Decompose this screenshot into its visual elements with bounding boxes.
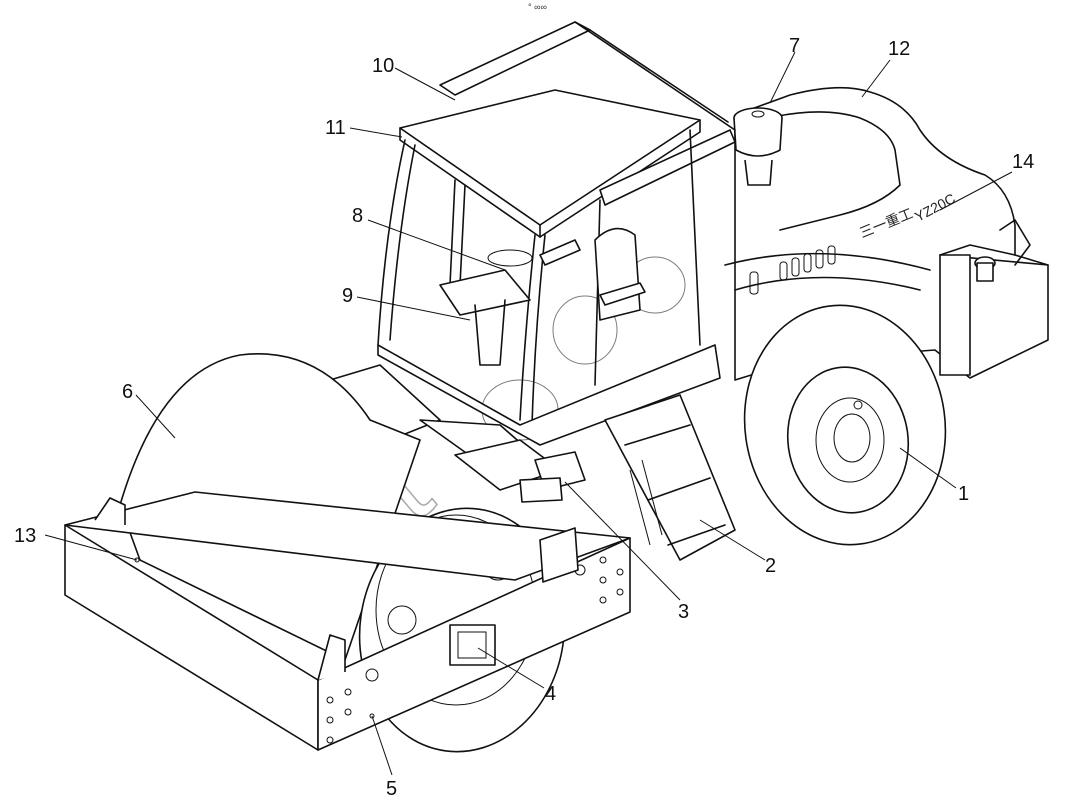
callout-11: 11 bbox=[325, 117, 346, 139]
top-marks: ° ∞∞ bbox=[528, 2, 547, 12]
callout-7: 7 bbox=[789, 35, 800, 57]
leader-lines bbox=[44, 51, 1013, 776]
drum-frame bbox=[64, 491, 631, 751]
callout-5: 5 bbox=[386, 778, 397, 800]
callout-labels: 1 2 3 4 5 6 7 8 9 10 11 12 13 14 bbox=[14, 35, 1034, 800]
callout-13: 13 bbox=[14, 525, 36, 547]
callout-8: 8 bbox=[352, 205, 363, 227]
vent-slots bbox=[749, 245, 836, 295]
rear-tire bbox=[743, 304, 947, 546]
callout-4: 4 bbox=[545, 683, 556, 705]
callout-6: 6 bbox=[122, 381, 133, 403]
operator-cab bbox=[377, 21, 736, 446]
engine-hood: 三一重工 YZ20C bbox=[724, 86, 1049, 381]
access-step bbox=[604, 394, 736, 561]
callout-14: 14 bbox=[1012, 151, 1034, 173]
air-cleaner bbox=[733, 107, 783, 186]
front-frame bbox=[329, 364, 586, 503]
callout-2: 2 bbox=[765, 555, 776, 577]
callout-10: 10 bbox=[372, 55, 394, 77]
callout-3: 3 bbox=[678, 601, 689, 623]
callout-12: 12 bbox=[888, 38, 910, 60]
callout-1: 1 bbox=[958, 483, 969, 505]
callout-9: 9 bbox=[342, 285, 353, 307]
